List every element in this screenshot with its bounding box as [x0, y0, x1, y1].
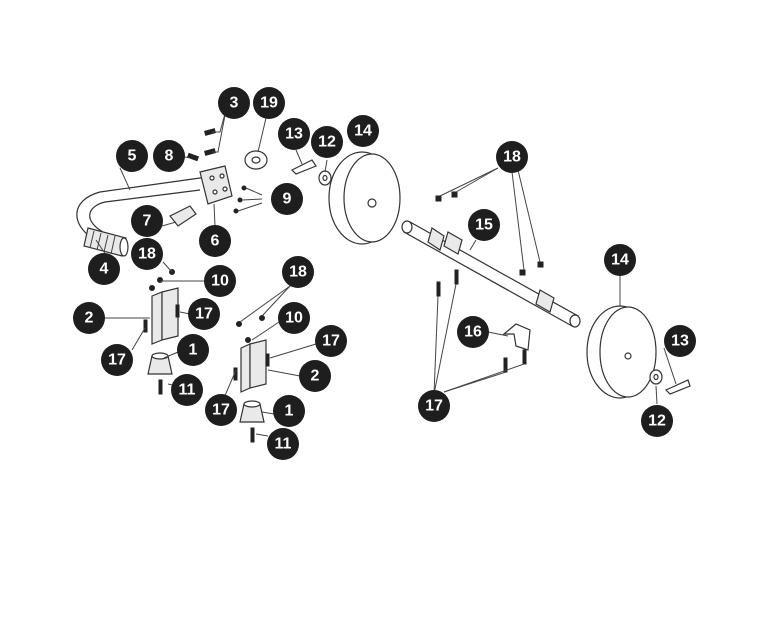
callout-label: 17	[195, 306, 213, 323]
callout-2: 2	[73, 302, 105, 334]
callout-label: 14	[611, 252, 629, 269]
callout-label: 8	[165, 148, 174, 165]
callout-label: 11	[275, 436, 292, 453]
leader-lines	[95, 109, 677, 437]
callout-10: 10	[204, 265, 236, 297]
callout-9: 9	[271, 183, 303, 215]
callout-8: 8	[153, 140, 185, 172]
callout-15: 15	[468, 209, 500, 241]
bracket-16	[502, 323, 531, 351]
callout-19: 19	[253, 87, 285, 119]
callout-label: 1	[189, 342, 198, 359]
pin-13-right	[664, 379, 691, 395]
callout-label: 18	[289, 264, 307, 281]
callout-4: 4	[88, 253, 120, 285]
callout-13: 13	[664, 325, 696, 357]
callout-14: 14	[604, 244, 636, 276]
callout-1: 1	[177, 334, 209, 366]
callout-17: 17	[101, 344, 133, 376]
callout-13: 13	[278, 118, 310, 150]
wheel-right	[586, 305, 657, 399]
callout-10: 10	[278, 302, 310, 334]
callout-16: 16	[457, 316, 489, 348]
washer-12-right	[649, 369, 663, 385]
callout-18: 18	[282, 256, 314, 288]
wheel-left	[328, 151, 401, 245]
callout-14: 14	[347, 115, 379, 147]
callout-label: 3	[230, 95, 239, 112]
callout-label: 10	[211, 273, 229, 290]
callout-11: 11	[267, 428, 299, 460]
washer-12-left	[318, 170, 332, 186]
callout-label: 12	[318, 134, 336, 151]
callout-label: 10	[285, 310, 303, 327]
callout-12: 12	[311, 126, 343, 158]
handle-grip	[83, 227, 129, 257]
callout-12: 12	[641, 405, 673, 437]
pin-13-left	[290, 159, 317, 175]
callout-label: 11	[179, 382, 196, 399]
callout-label: 5	[128, 148, 137, 165]
callout-label: 4	[100, 261, 109, 278]
mount-bracket-right	[233, 315, 270, 393]
callout-label: 18	[503, 149, 521, 166]
callout-label: 2	[85, 310, 94, 327]
callout-3: 3	[218, 87, 250, 119]
callout-label: 17	[108, 352, 126, 369]
callout-label: 13	[671, 333, 689, 350]
callout-11: 11	[171, 374, 203, 406]
callout-2: 2	[299, 360, 331, 392]
callout-17: 17	[315, 325, 347, 357]
screw-set-3	[204, 128, 216, 156]
callout-6: 6	[199, 225, 231, 257]
mount-bracket-left	[143, 269, 180, 345]
callout-label: 15	[475, 217, 493, 234]
bracket-plate	[199, 165, 233, 205]
rubber-foot-right	[239, 400, 265, 443]
callout-label: 17	[322, 333, 340, 350]
callout-label: 9	[283, 191, 292, 208]
callout-18: 18	[131, 238, 163, 270]
callout-17: 17	[188, 298, 220, 330]
rubber-foot-left	[147, 352, 173, 395]
callout-label: 6	[211, 233, 220, 250]
callout-label: 16	[464, 324, 482, 341]
callout-label: 7	[143, 213, 152, 230]
callout-label: 14	[354, 123, 372, 140]
screw-set-17-right	[436, 269, 527, 373]
callout-1: 1	[273, 395, 305, 427]
callout-label: 13	[285, 126, 303, 143]
axle	[401, 220, 581, 328]
callout-5: 5	[116, 140, 148, 172]
callout-17: 17	[418, 390, 450, 422]
callout-7: 7	[131, 205, 163, 237]
callout-label: 2	[311, 368, 320, 385]
callout-label: 1	[285, 403, 294, 420]
callout-label: 17	[212, 402, 230, 419]
callout-18: 18	[496, 141, 528, 173]
washer-19	[244, 150, 268, 170]
callout-label: 12	[648, 413, 666, 430]
screw-set-18-right	[435, 191, 544, 276]
callout-label: 17	[425, 398, 443, 415]
screw-8	[186, 152, 200, 162]
callout-17: 17	[205, 394, 237, 426]
callout-label: 18	[138, 246, 156, 263]
callout-label: 19	[260, 95, 278, 112]
